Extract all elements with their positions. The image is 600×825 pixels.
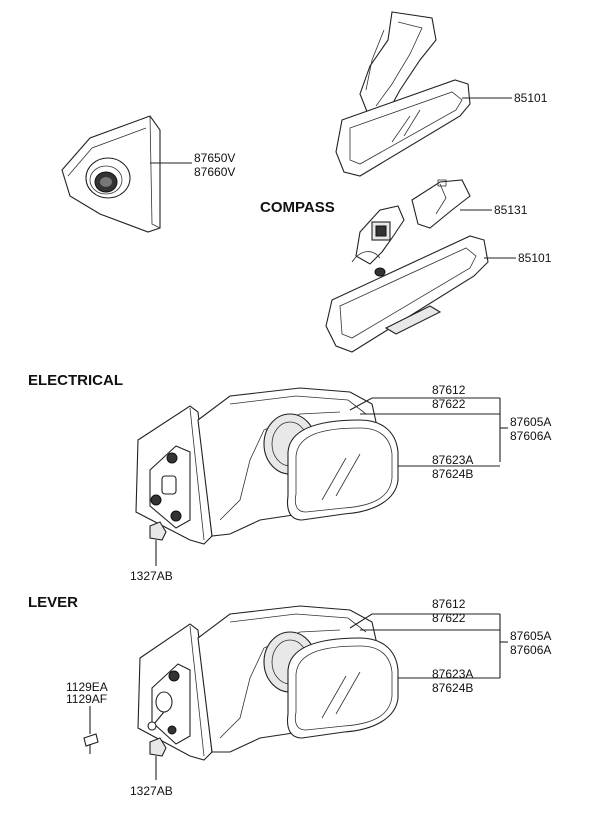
label-87650v: 87650V bbox=[194, 151, 236, 165]
label-1129ea-lever: 1129EA bbox=[66, 680, 108, 694]
corner-cover bbox=[61, 115, 161, 233]
section-lever: LEVER bbox=[28, 594, 79, 611]
label-87660v: 87660V bbox=[194, 165, 236, 179]
rear-view-mirror-top bbox=[335, 11, 471, 177]
label-87612-electrical: 87612 bbox=[432, 383, 466, 397]
label-87605a-electrical: 87605A bbox=[510, 415, 552, 429]
label-87624b-electrical: 87624B bbox=[432, 467, 474, 481]
label-87622-electrical: 87622 bbox=[432, 397, 466, 411]
label-87623a-lever: 87623A bbox=[432, 667, 474, 681]
leader-87612-l bbox=[349, 613, 428, 629]
label-1327ab-lever: 1327AB bbox=[130, 784, 173, 798]
label-87612-lever: 87612 bbox=[432, 597, 466, 611]
compass-mirror bbox=[325, 205, 489, 353]
label-85101-top: 85101 bbox=[514, 91, 548, 105]
section-electrical: ELECTRICAL bbox=[28, 372, 123, 389]
label-87624b-lever: 87624B bbox=[432, 681, 474, 695]
compass-cover bbox=[411, 179, 471, 229]
label-1327ab-electrical: 1327AB bbox=[130, 569, 173, 583]
label-87606a-lever: 87606A bbox=[510, 643, 552, 657]
label-87605a-lever: 87605A bbox=[510, 629, 552, 643]
leader-87612-e bbox=[349, 397, 428, 411]
label-1129af-lever: 1129AF bbox=[66, 692, 108, 706]
label-85131: 85131 bbox=[494, 203, 528, 217]
label-87606a-electrical: 87606A bbox=[510, 429, 552, 443]
label-87623a-electrical: 87623A bbox=[432, 453, 474, 467]
electrical-outside-mirror bbox=[135, 387, 399, 545]
label-85101-compass: 85101 bbox=[518, 251, 552, 265]
lever-outside-mirror bbox=[83, 605, 399, 761]
section-compass: COMPASS bbox=[260, 199, 335, 216]
label-87622-lever: 87622 bbox=[432, 611, 466, 625]
